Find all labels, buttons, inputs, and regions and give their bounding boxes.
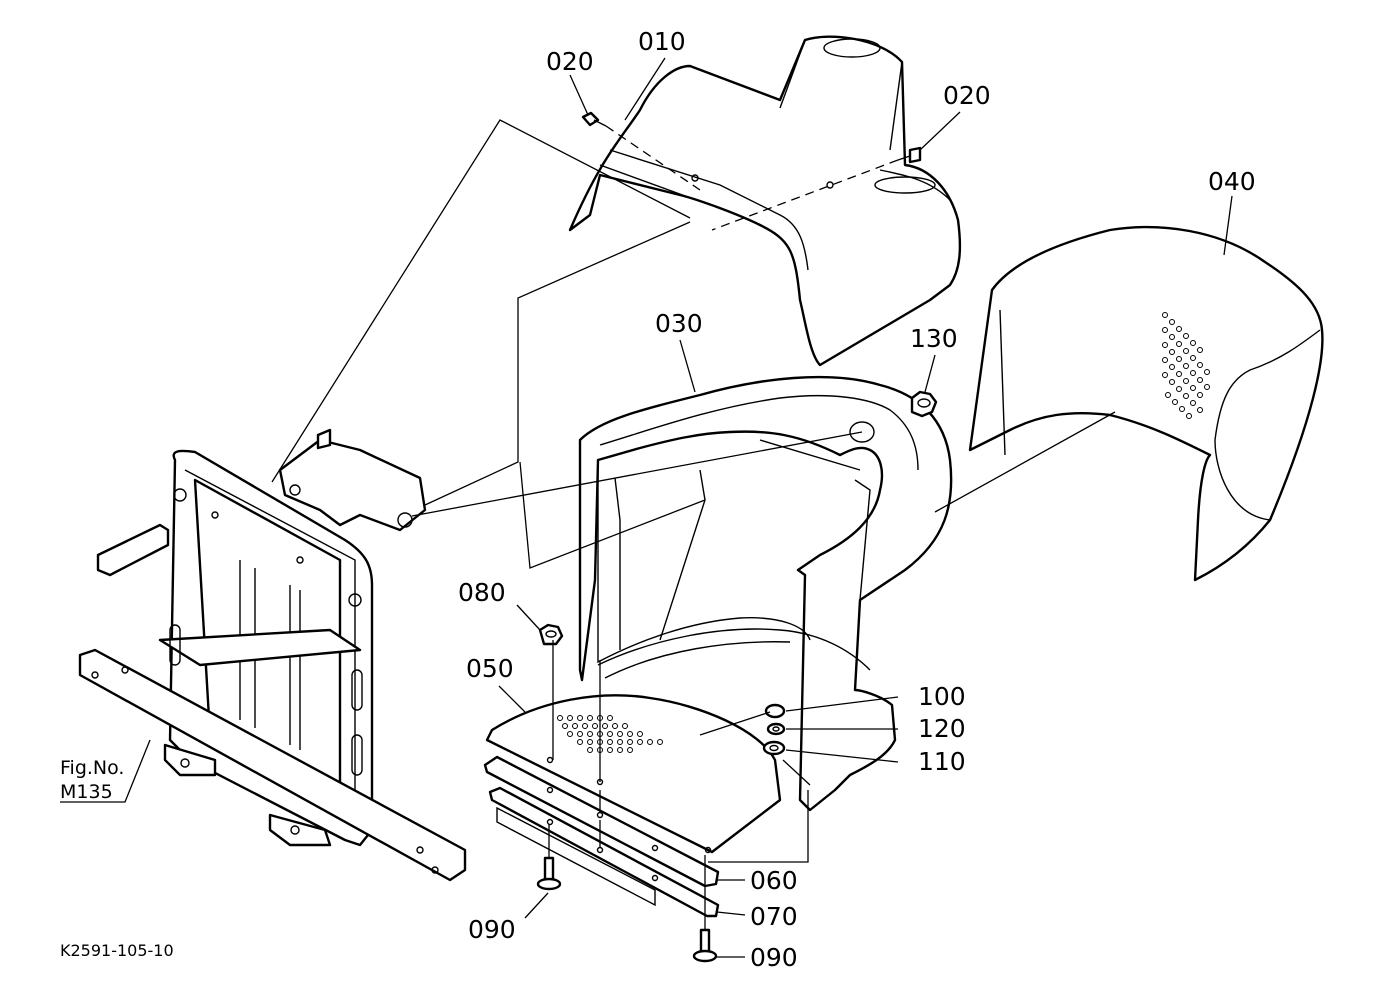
- bolt-020-left: [581, 111, 607, 127]
- nut-080: [538, 623, 564, 646]
- figure-reference-label: Fig.No.: [60, 757, 124, 779]
- drawing-code: K2591-105-10: [60, 941, 174, 960]
- bolt-020-right: [897, 146, 922, 164]
- callout-040: 040: [1208, 167, 1256, 196]
- vent-holes-050: [557, 715, 663, 753]
- callout-090-left: 090: [468, 915, 516, 944]
- callout-020-right: 020: [943, 81, 991, 110]
- assembly-lines: [271, 119, 1116, 930]
- part-070-strip: [488, 786, 720, 918]
- callout-080: 080: [458, 578, 506, 607]
- callout-100: 100: [918, 682, 966, 711]
- callout-110: 110: [918, 747, 966, 776]
- callout-labels: 010 020 020 030 040 050 060 070 080 090 …: [60, 27, 1256, 972]
- bolt-090-right: [692, 928, 718, 963]
- callout-130: 130: [910, 324, 958, 353]
- part-060-plate: [483, 755, 720, 888]
- figure-reference-number: M135: [60, 781, 113, 803]
- callout-090-right: 090: [750, 943, 798, 972]
- callout-050: 050: [466, 654, 514, 683]
- vent-holes-040: [1162, 312, 1210, 419]
- callout-120: 120: [918, 714, 966, 743]
- part-040-rear-shield: [968, 225, 1324, 582]
- washer-110: [762, 740, 786, 756]
- callout-leaders: [60, 57, 1233, 958]
- callout-020-left: 020: [546, 47, 594, 76]
- callout-030: 030: [655, 309, 703, 338]
- bolt-090-left: [536, 856, 562, 891]
- callout-010: 010: [638, 27, 686, 56]
- washer-120: [766, 722, 786, 736]
- seat-frame: [78, 428, 467, 882]
- spacer-100: [764, 703, 786, 719]
- callout-060: 060: [750, 866, 798, 895]
- part-010-upper-cover: [568, 35, 962, 367]
- callout-070: 070: [750, 902, 798, 931]
- knob-130: [910, 390, 938, 418]
